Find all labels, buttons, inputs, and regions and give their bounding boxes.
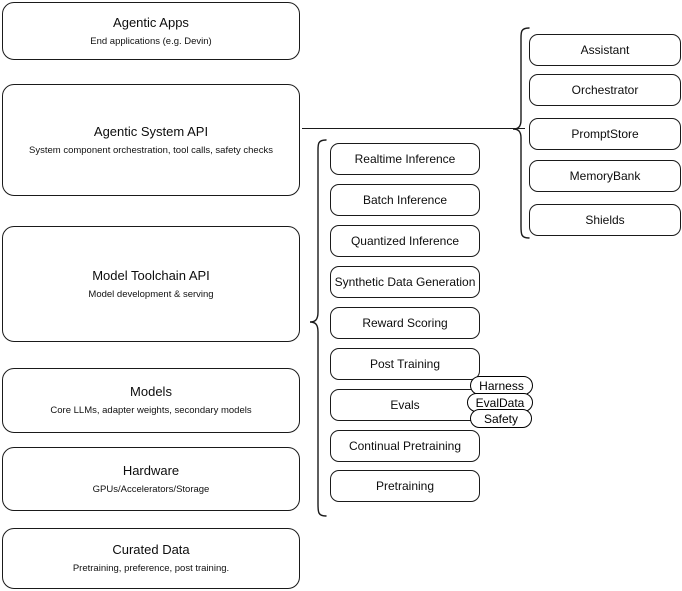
chip-label: Orchestrator [571,83,639,97]
layer-hardware[interactable]: Hardware GPUs/Accelerators/Storage [2,447,300,511]
chip-orchestrator[interactable]: Orchestrator [529,74,681,106]
chip-label: Quantized Inference [350,234,460,248]
layer-agentic-apps[interactable]: Agentic Apps End applications (e.g. Devi… [2,2,300,60]
layer-subtitle: Model development & serving [88,288,214,300]
layer-title: Curated Data [112,542,190,557]
layer-subtitle: End applications (e.g. Devin) [90,35,212,47]
chip-synthetic-data-generation[interactable]: Synthetic Data Generation [330,266,480,298]
chip-realtime-inference[interactable]: Realtime Inference [330,143,480,175]
chip-batch-inference[interactable]: Batch Inference [330,184,480,216]
pill-label: Harness [479,378,524,393]
chip-label: Post Training [369,357,441,371]
chip-post-training[interactable]: Post Training [330,348,480,380]
chip-label: Reward Scoring [362,316,448,330]
chip-memorybank[interactable]: MemoryBank [529,160,681,192]
system-components-bracket [507,22,533,248]
layer-subtitle: System component orchestration, tool cal… [29,144,273,156]
layer-title: Agentic System API [93,123,209,139]
layer-model-toolchain-api[interactable]: Model Toolchain API Model development & … [2,226,300,342]
layer-title: Model Toolchain API [92,267,210,283]
chip-label: Continual Pretraining [348,439,462,453]
layer-title: Hardware [122,462,180,478]
layer-title: Agentic Apps [113,14,189,30]
layer-curated-data[interactable]: Curated Data Pretraining, preference, po… [2,528,300,589]
chip-label: Synthetic Data Generation [334,275,476,289]
chip-label: Shields [585,213,625,227]
chip-label: Assistant [580,43,630,57]
chip-label: PromptStore [571,127,639,141]
toolchain-bracket [304,134,330,526]
chip-quantized-inference[interactable]: Quantized Inference [330,225,480,257]
chip-label: Realtime Inference [354,152,456,166]
chip-assistant[interactable]: Assistant [529,34,681,66]
chip-label: Pretraining [375,479,435,493]
chip-shields[interactable]: Shields [529,204,681,236]
pill-label: EvalData [475,395,525,410]
layer-subtitle: Core LLMs, adapter weights, secondary mo… [50,405,252,416]
layer-subtitle: GPUs/Accelerators/Storage [92,483,210,495]
agentic-system-api-connector [302,128,525,130]
chip-promptstore[interactable]: PromptStore [529,118,681,150]
chip-label: Batch Inference [362,193,448,207]
layer-title: Models [130,384,172,399]
layer-agentic-system-api[interactable]: Agentic System API System component orch… [2,84,300,196]
chip-continual-pretraining[interactable]: Continual Pretraining [330,430,480,462]
chip-label: Evals [390,398,420,412]
chip-pretraining[interactable]: Pretraining [330,470,480,502]
chip-reward-scoring[interactable]: Reward Scoring [330,307,480,339]
chip-label: MemoryBank [569,169,641,183]
pill-safety[interactable]: Safety [470,409,532,428]
pill-label: Safety [483,411,519,426]
layer-subtitle: Pretraining, preference, post training. [72,563,230,574]
chip-evals[interactable]: Evals [330,389,480,421]
layer-models[interactable]: Models Core LLMs, adapter weights, secon… [2,368,300,433]
